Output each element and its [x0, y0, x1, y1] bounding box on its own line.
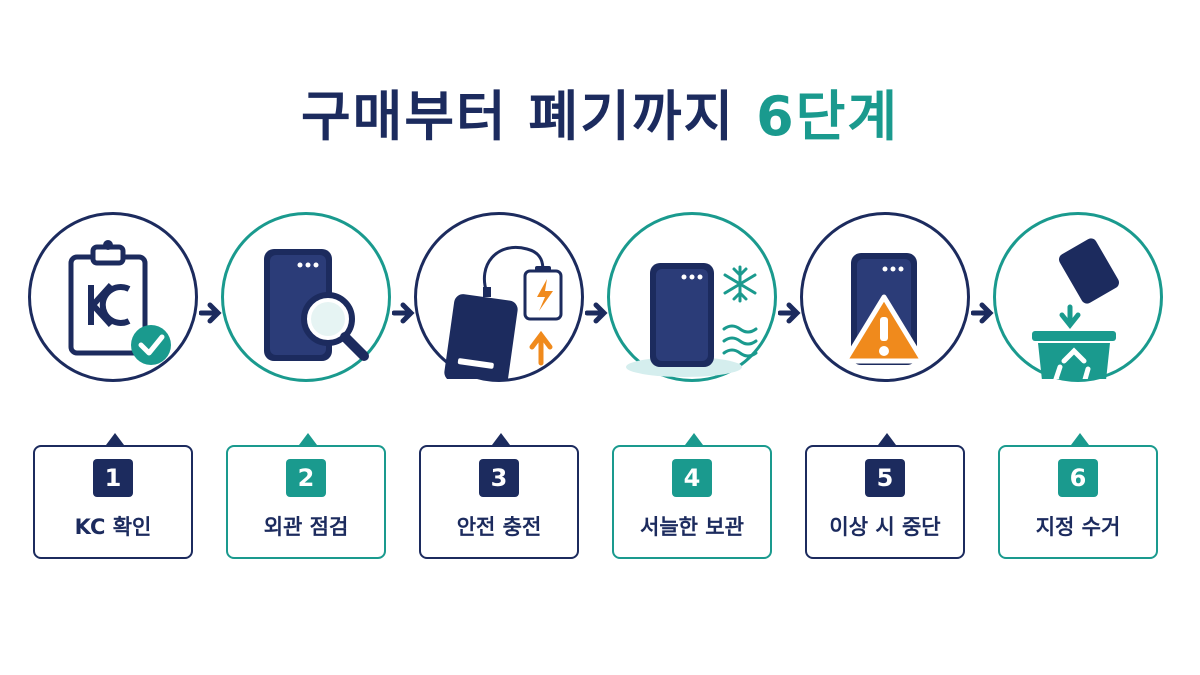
step-2-card: 2 외관 점검 [226, 433, 386, 559]
title-accent: 6단계 [756, 85, 899, 148]
recycle-bin-icon [1032, 238, 1119, 379]
step-4-circle [607, 212, 777, 382]
warning-stop-icon [842, 253, 926, 365]
step-number-badge: 4 [672, 459, 712, 497]
step-1-card: 1 KC 확인 [33, 433, 193, 559]
step-number-badge: 6 [1058, 459, 1098, 497]
arrow-right-icon-1 [199, 302, 222, 324]
step-label: 이상 시 중단 [829, 515, 941, 539]
step-number-badge: 1 [93, 459, 133, 497]
step-1-circle [28, 212, 198, 382]
magnifier-inspection-icon [264, 249, 369, 361]
step-number-badge: 2 [286, 459, 326, 497]
kc-certificate-clipboard-icon [68, 240, 171, 365]
arrow-right-icon-2 [392, 302, 415, 324]
step-number-badge: 3 [479, 459, 519, 497]
step-5-circle [800, 212, 970, 382]
step-6-circle [993, 212, 1163, 382]
arrow-right-icon-4 [778, 302, 801, 324]
step-label: 서늘한 보관 [640, 515, 744, 539]
page-title: 구매부터 폐기까지 6단계 [0, 72, 1200, 151]
step-label: 외관 점검 [263, 515, 349, 539]
step-5-card: 5 이상 시 중단 [805, 433, 965, 559]
step-4-card: 4 서늘한 보관 [612, 433, 772, 559]
step-3-card: 3 안전 충전 [419, 433, 579, 559]
step-label: 안전 충전 [456, 515, 542, 539]
arrow-right-icon-5 [971, 302, 994, 324]
charging-power-bank-icon [444, 246, 563, 379]
step-label: 지정 수거 [1035, 515, 1121, 539]
arrow-right-icon-3 [585, 302, 608, 324]
cool-storage-icon [626, 263, 758, 377]
step-6-card: 6 지정 수거 [998, 433, 1158, 559]
step-3-circle [414, 212, 584, 382]
step-2-circle [221, 212, 391, 382]
title-main: 구매부터 폐기까지 [301, 85, 736, 148]
step-label: KC 확인 [74, 515, 152, 539]
step-number-badge: 5 [865, 459, 905, 497]
